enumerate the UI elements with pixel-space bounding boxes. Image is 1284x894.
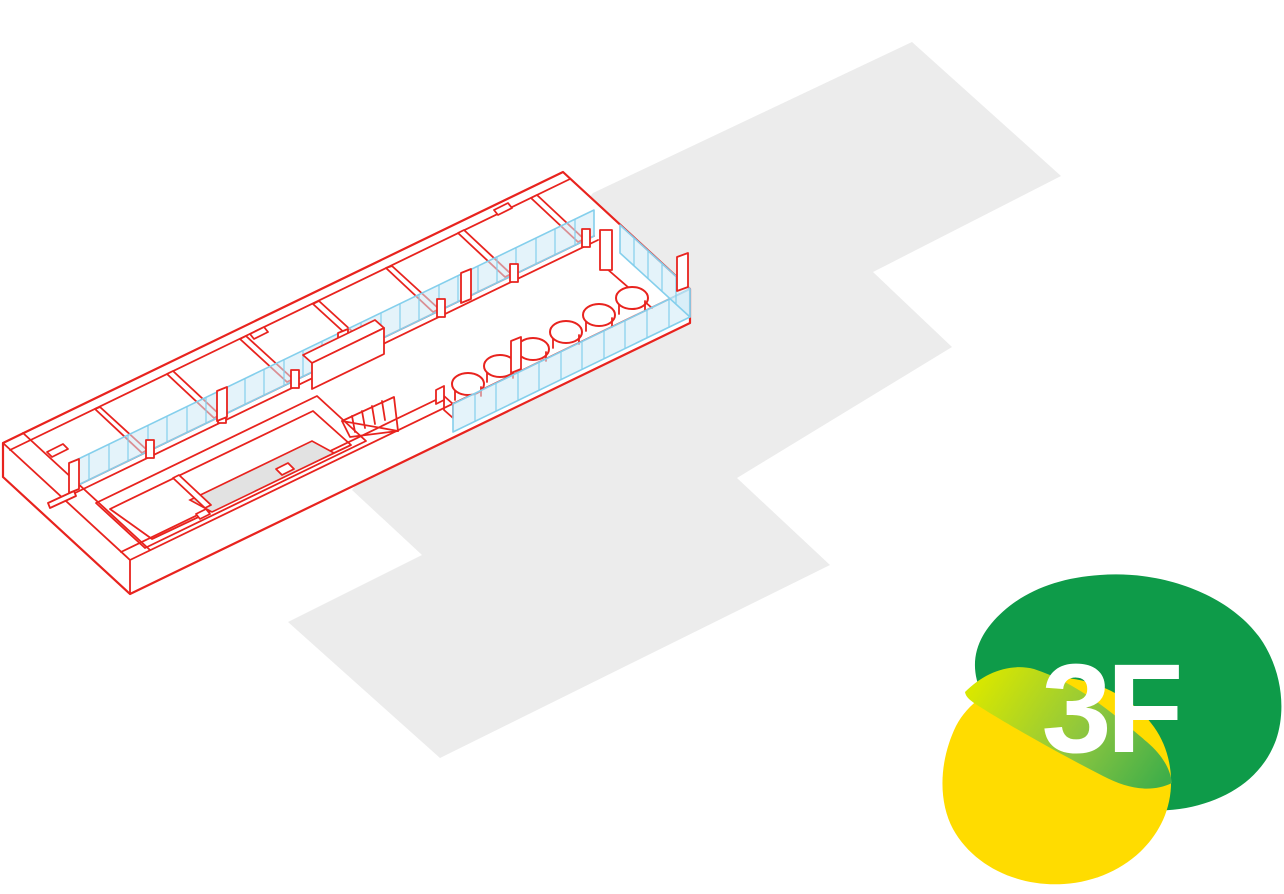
stool xyxy=(451,372,485,401)
stool-row xyxy=(451,286,649,401)
site-floor-plate xyxy=(288,42,1061,758)
floor-badge[interactable]: 3F xyxy=(942,574,1282,885)
door-notches xyxy=(46,202,513,509)
badge-swoosh xyxy=(965,667,1172,789)
floor-badge-label: 3F xyxy=(1041,638,1179,779)
staircase xyxy=(341,396,399,438)
stool xyxy=(582,303,616,332)
lower-left-room xyxy=(95,395,367,549)
stool xyxy=(615,286,649,315)
building-isometric-wireframe xyxy=(1,170,692,596)
corridor-wall-box xyxy=(302,319,385,390)
glass-wall-right-end xyxy=(619,224,691,318)
